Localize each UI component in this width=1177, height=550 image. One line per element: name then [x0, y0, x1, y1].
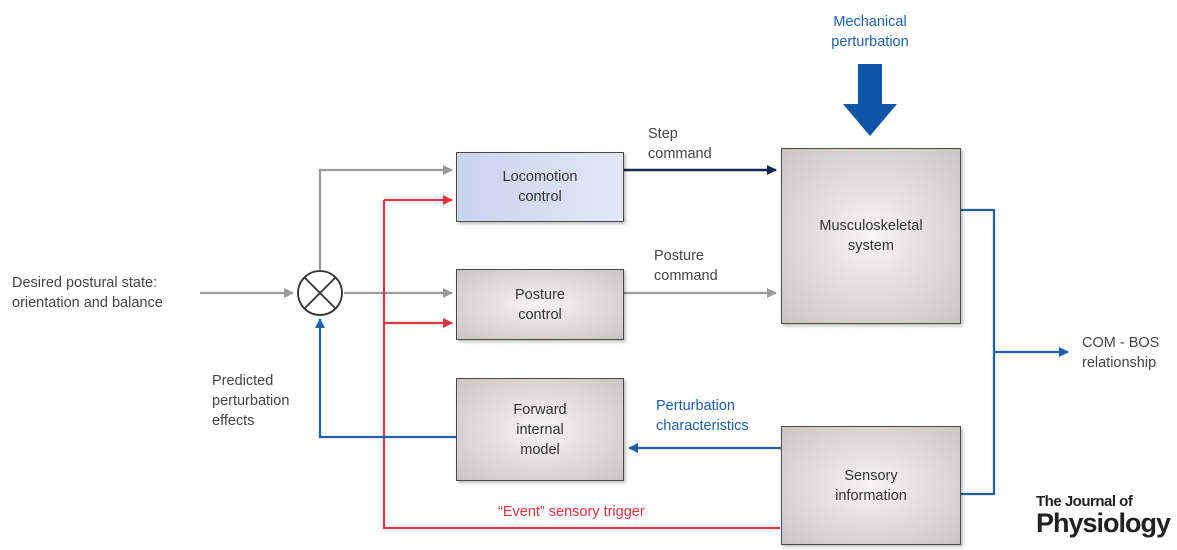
mechanical-perturbation-label: Mechanical perturbation [831, 14, 909, 50]
event-sensory-trigger-label: “Event” sensory trigger [498, 504, 645, 520]
perturbation-characteristics-label: Perturbation characteristics [656, 398, 749, 434]
locomotion-control-box: Locomotion control [456, 152, 624, 222]
journal-logo: The Journal of Physiology [1036, 493, 1171, 538]
predicted-effects-arrow [315, 318, 457, 439]
forward-internal-model-label: Forward internal model [513, 401, 567, 458]
mechanical-perturbation-arrow [843, 64, 897, 136]
musculoskeletal-system-label: Musculoskeletal system [819, 218, 923, 254]
sensory-information-box: Sensory information [781, 426, 961, 545]
posture-control-box: Posture control [456, 269, 624, 340]
desired-postural-state-label: Desired postural state: orientation and … [12, 275, 163, 311]
output-bracket-line [961, 208, 996, 496]
musculoskeletal-system-box: Musculoskeletal system [781, 148, 961, 324]
journal-logo-line1: The Journal of [1036, 493, 1133, 510]
predicted-perturbation-effects-label: Predicted perturbation effects [212, 373, 290, 429]
posture-command-label: Posture command [654, 248, 718, 284]
sensory-information-label: Sensory information [835, 467, 907, 504]
locomotion-control-label: Locomotion control [502, 169, 578, 205]
com-bos-relationship-label: COM - BOS relationship [1082, 335, 1160, 371]
event-trigger-line [382, 200, 780, 530]
posture-control-label: Posture control [515, 286, 565, 323]
summing-junction [297, 270, 343, 316]
junction-to-locomotion-arrow [318, 165, 453, 272]
step-command-label: Step command [648, 126, 712, 162]
journal-logo-line2: Physiology [1036, 508, 1171, 538]
forward-internal-model-box: Forward internal model [456, 378, 624, 481]
